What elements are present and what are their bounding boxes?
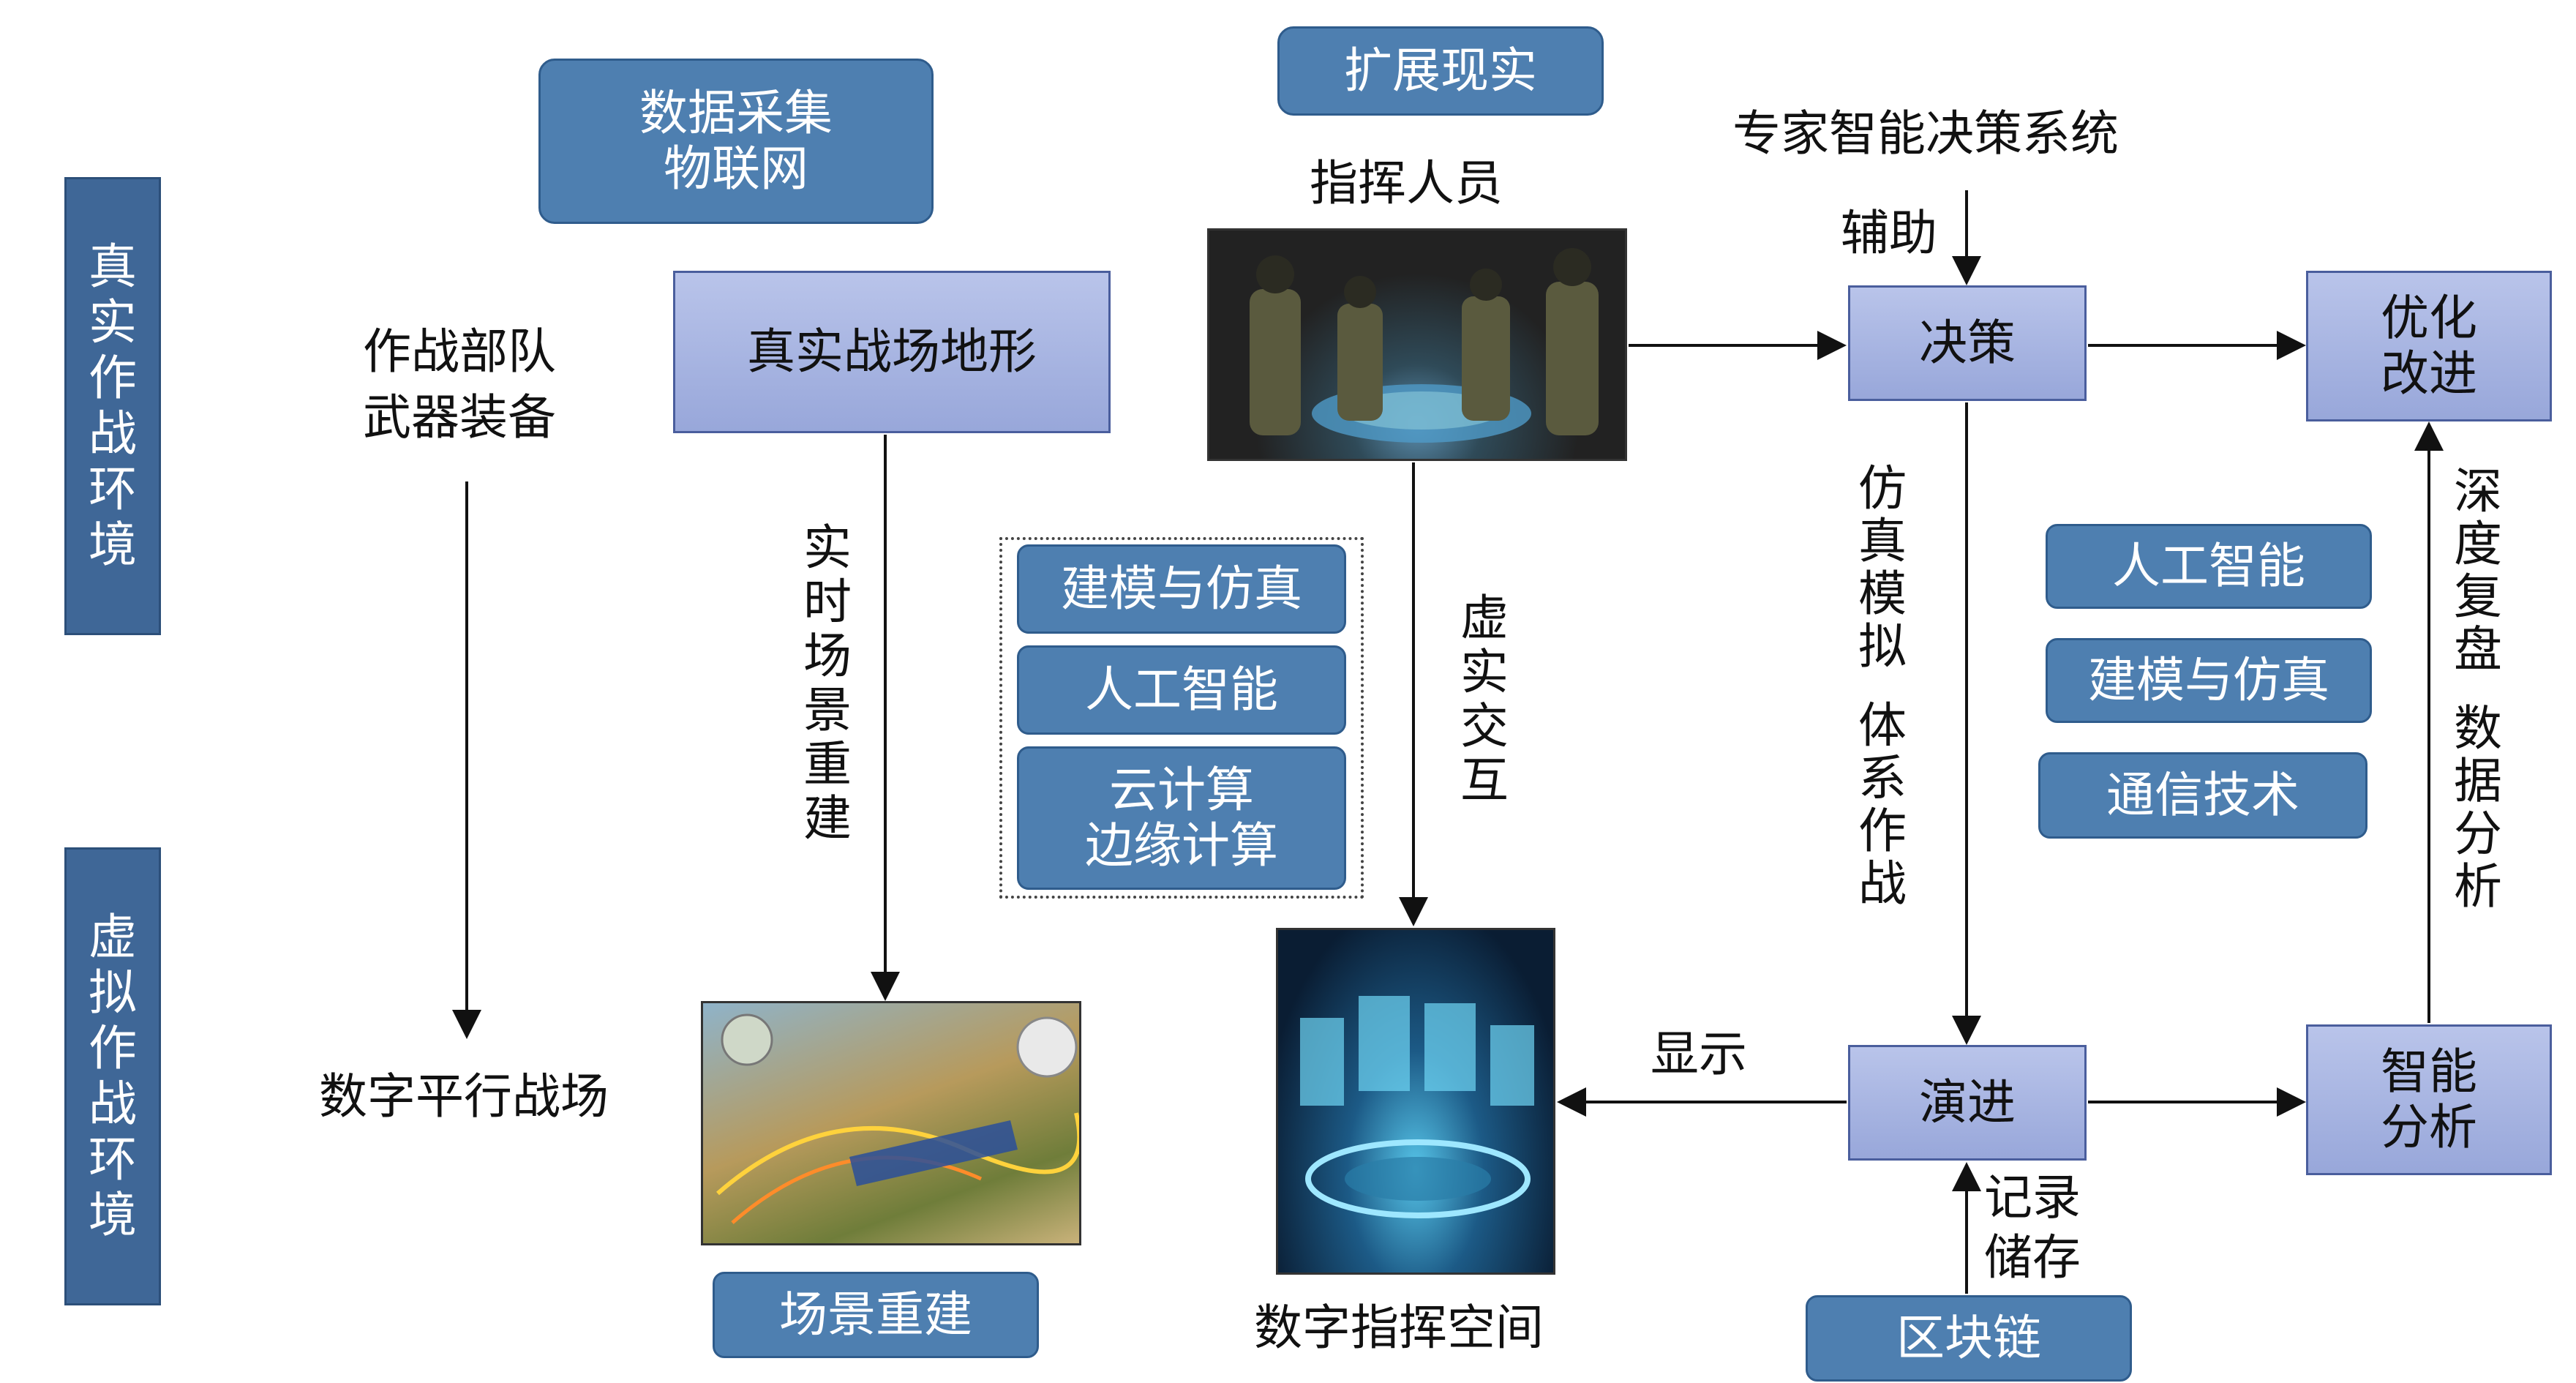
commanders-figures	[1250, 248, 1599, 443]
ai-pill: 人工智能	[1017, 645, 1346, 735]
pill-label: 人工智能	[2112, 538, 2305, 594]
sidebar-char: 实	[89, 294, 137, 351]
pill-line: 云计算	[1109, 762, 1254, 818]
pill-label: 区块链	[1896, 1310, 2041, 1366]
pill-line: 数据采集	[639, 85, 833, 141]
right-modeling-simulation-pill: 建模与仿真	[2046, 638, 2372, 723]
digital-parallel-battlefield-label: 数字平行战场	[319, 1068, 609, 1125]
sidebar-char: 战	[89, 405, 137, 462]
pill-label: 人工智能	[1085, 661, 1278, 718]
box-line: 分析	[2381, 1099, 2477, 1155]
real-terrain-box: 真实战场地形	[673, 271, 1111, 433]
vchar: 深	[2454, 463, 2502, 520]
center-tech-group	[999, 537, 1364, 899]
pill-label: 扩展现实	[1344, 42, 1537, 99]
pill-label: 场景重建	[779, 1286, 972, 1343]
virtual-interaction-label: 虚 实 交 互	[1460, 591, 1509, 808]
vchar: 景	[803, 682, 852, 738]
vchar: 数	[2454, 700, 2502, 757]
sidebar-char: 作	[89, 350, 137, 406]
vchar: 度	[2454, 516, 2502, 572]
virtual-environment-sidebar: 虚 拟 作 战 环 境	[64, 847, 161, 1305]
vchar: 分	[2454, 806, 2502, 862]
extended-reality-pill: 扩展现实	[1277, 26, 1604, 116]
realtime-reconstruction-label: 实 时 场 景 重 建	[803, 521, 852, 846]
sidebar-char: 拟	[89, 964, 137, 1021]
vchar: 析	[2454, 858, 2502, 915]
record-store-label: 记录 储存	[1984, 1168, 2081, 1288]
vchar: 拟	[1858, 618, 1907, 675]
right-ai-pill: 人工智能	[2046, 524, 2372, 609]
optimize-box: 优化 改进	[2306, 271, 2552, 421]
command-center-graphic	[1300, 996, 1534, 1218]
sidebar-char: 境	[89, 517, 137, 573]
simulation-label: 仿 真 模 拟 体 系 作 战	[1858, 462, 1907, 910]
expert-system-label: 专家智能决策系统	[1732, 105, 2119, 162]
box-label: 决策	[1919, 315, 2016, 371]
vchar: 体	[1858, 697, 1907, 754]
scene-reconstruction-image	[701, 1001, 1081, 1245]
communication-tech-pill: 通信技术	[2038, 752, 2367, 839]
sidebar-char: 战	[89, 1076, 137, 1132]
vchar: 重	[803, 736, 852, 792]
blockchain-pill: 区块链	[1806, 1295, 2132, 1382]
vchar: 复	[2454, 569, 2502, 625]
vchar: 作	[1858, 803, 1907, 859]
sidebar-char: 作	[89, 1020, 137, 1076]
sidebar-char: 环	[89, 461, 137, 517]
intelligent-analysis-box: 智能 分析	[2306, 1024, 2552, 1175]
pill-label: 建模与仿真	[1061, 561, 1302, 617]
troops-line: 作战部队	[363, 323, 556, 380]
vchar: 时	[803, 574, 852, 630]
vchar: 实	[1460, 644, 1509, 700]
box-label: 真实战场地形	[747, 323, 1037, 380]
sidebar-char: 境	[89, 1187, 137, 1243]
vchar: 系	[1858, 750, 1907, 806]
vchar: 场	[803, 628, 852, 684]
commanders-xr-photo	[1207, 228, 1627, 461]
battlefield-map-graphic	[716, 1013, 1079, 1224]
vchar: 互	[1460, 752, 1509, 809]
vchar: 据	[2454, 753, 2502, 809]
sidebar-char: 环	[89, 1131, 137, 1188]
record-line: 记录	[1984, 1169, 2081, 1226]
digital-command-space-image	[1276, 928, 1555, 1275]
record-line: 储存	[1984, 1229, 2081, 1286]
troops-line: 武器装备	[363, 389, 556, 446]
sidebar-char: 虚	[89, 909, 137, 965]
deep-review-label: 深 度 复 盘 数 据 分 析	[2454, 465, 2502, 913]
cloud-edge-computing-pill: 云计算 边缘计算	[1017, 746, 1346, 890]
real-environment-sidebar: 真 实 作 战 环 境	[64, 177, 161, 635]
pill-label: 建模与仿真	[2088, 652, 2329, 708]
troops-label: 作战部队 武器装备	[363, 319, 556, 451]
vchar: 虚	[1460, 590, 1509, 646]
data-collection-pill: 数据采集 物联网	[538, 59, 934, 224]
vchar: 真	[1858, 513, 1907, 569]
box-line: 优化	[2381, 290, 2477, 346]
scene-reconstruction-pill: 场景重建	[713, 1272, 1039, 1358]
box-label: 演进	[1919, 1074, 2016, 1131]
vchar: 战	[1858, 855, 1907, 912]
digital-command-space-label: 数字指挥空间	[1254, 1300, 1544, 1356]
vchar: 实	[803, 520, 852, 576]
pill-label: 通信技术	[2106, 767, 2299, 823]
vchar: 建	[803, 790, 852, 847]
decision-box: 决策	[1848, 285, 2087, 401]
evolution-box: 演进	[1848, 1045, 2087, 1161]
vchar: 模	[1858, 566, 1907, 622]
sidebar-char: 真	[89, 239, 137, 295]
assist-label: 辅助	[1841, 205, 1937, 261]
box-line: 改进	[2381, 345, 2477, 402]
box-line: 智能	[2381, 1043, 2477, 1100]
vchar: 交	[1460, 698, 1509, 754]
display-label: 显示	[1651, 1026, 1747, 1082]
pill-line: 物联网	[664, 140, 808, 197]
vchar: 仿	[1858, 460, 1907, 517]
commanders-label: 指挥人员	[1310, 155, 1503, 211]
pill-line: 边缘计算	[1085, 817, 1278, 874]
vchar: 盘	[2454, 621, 2502, 678]
modeling-simulation-pill: 建模与仿真	[1017, 544, 1346, 634]
